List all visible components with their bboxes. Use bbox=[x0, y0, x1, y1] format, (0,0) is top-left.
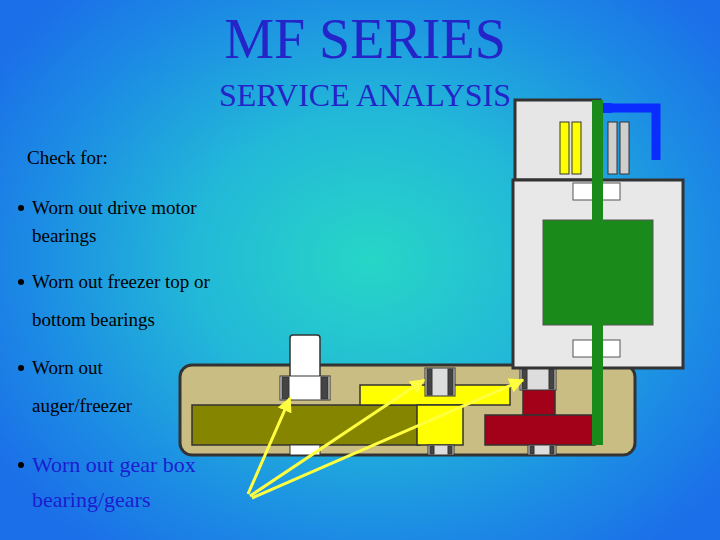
gear-box-bearings bbox=[280, 368, 556, 455]
check-item: Worn out drive motor bearings bbox=[32, 194, 210, 250]
list-heading: Check for: bbox=[27, 145, 227, 171]
subtitle: SERVICE ANALYSIS bbox=[0, 76, 720, 114]
red-gear bbox=[485, 415, 595, 445]
yellow-gear bbox=[417, 405, 463, 445]
drive-shaft bbox=[592, 100, 603, 445]
motor-cap bbox=[515, 100, 600, 180]
check-item: Worn out auger/freezer bbox=[32, 349, 152, 425]
gear-box bbox=[180, 365, 635, 455]
bearing-housing bbox=[290, 335, 320, 380]
title: MF SERIES bbox=[0, 8, 720, 70]
bullet-dot bbox=[18, 462, 24, 468]
refrigerant-pipe bbox=[605, 108, 656, 160]
bullet-dot bbox=[18, 365, 24, 371]
bullet-dot bbox=[18, 205, 24, 211]
check-item: Worn out gear box bearing/gears bbox=[32, 447, 232, 517]
check-item: Worn out freezer top or bottom bearings bbox=[32, 263, 210, 339]
bullet-dot bbox=[18, 279, 24, 285]
leader-arrows bbox=[248, 380, 523, 498]
